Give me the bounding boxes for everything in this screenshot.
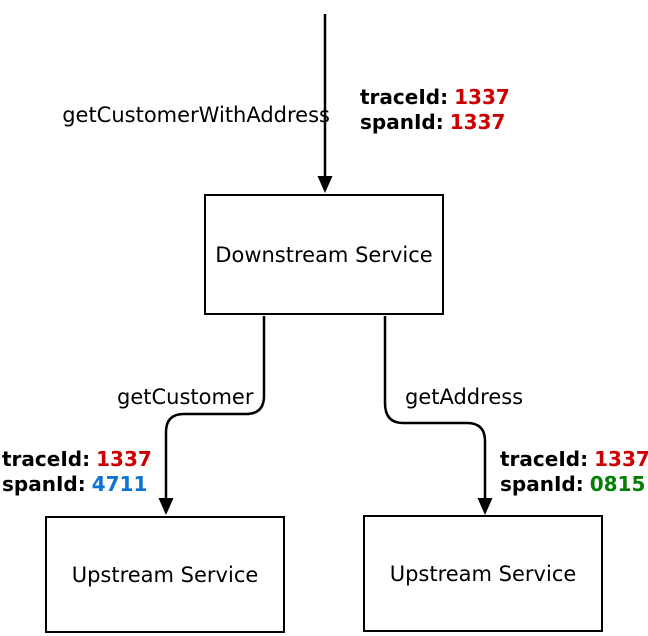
downstream-service-node: Downstream Service bbox=[204, 194, 444, 315]
get-address-edge-annotation: traceId:1337 spanId:0815 bbox=[500, 447, 648, 497]
get-address-trace-id-row: traceId:1337 bbox=[500, 447, 648, 472]
get-address-operation-label: getAddress bbox=[405, 385, 524, 409]
get-address-edge-arrowhead bbox=[477, 498, 493, 515]
get-customer-operation-label: getCustomer bbox=[117, 385, 254, 409]
get-customer-span-id-value: 4711 bbox=[91, 472, 148, 496]
get-address-span-id-value: 0815 bbox=[589, 472, 646, 496]
get-customer-edge-line bbox=[164, 316, 266, 498]
get-customer-span-id-row: spanId:4711 bbox=[2, 472, 152, 497]
upstream-service-left-label: Upstream Service bbox=[71, 562, 259, 587]
get-address-edge-line bbox=[383, 316, 487, 498]
get-address-span-id-row: spanId:0815 bbox=[500, 472, 648, 497]
get-customer-edge-annotation: traceId:1337 spanId:4711 bbox=[2, 447, 152, 497]
get-customer-edge-arrowhead bbox=[158, 498, 174, 515]
get-customer-trace-id-key: traceId: bbox=[2, 447, 91, 471]
incoming-span-id-key: spanId: bbox=[360, 110, 444, 134]
incoming-edge-arrowhead bbox=[317, 176, 333, 193]
incoming-operation-label: getCustomerWithAddress bbox=[62, 103, 330, 127]
get-customer-span-id-key: spanId: bbox=[2, 472, 86, 496]
downstream-service-label: Downstream Service bbox=[215, 242, 433, 267]
incoming-trace-id-key: traceId: bbox=[360, 85, 449, 109]
incoming-span-id-row: spanId:1337 bbox=[360, 110, 510, 135]
incoming-edge-annotation: traceId:1337 spanId:1337 bbox=[360, 85, 510, 135]
incoming-trace-id-row: traceId:1337 bbox=[360, 85, 510, 110]
upstream-service-right-node: Upstream Service bbox=[363, 515, 603, 632]
incoming-trace-id-value: 1337 bbox=[454, 85, 510, 109]
upstream-service-left-node: Upstream Service bbox=[45, 516, 285, 633]
get-address-trace-id-key: traceId: bbox=[500, 447, 589, 471]
get-address-span-id-key: spanId: bbox=[500, 472, 584, 496]
incoming-span-id-value: 1337 bbox=[449, 110, 506, 134]
upstream-service-right-label: Upstream Service bbox=[389, 561, 577, 586]
get-customer-trace-id-value: 1337 bbox=[96, 447, 152, 471]
get-customer-trace-id-row: traceId:1337 bbox=[2, 447, 152, 472]
get-address-trace-id-value: 1337 bbox=[594, 447, 648, 471]
